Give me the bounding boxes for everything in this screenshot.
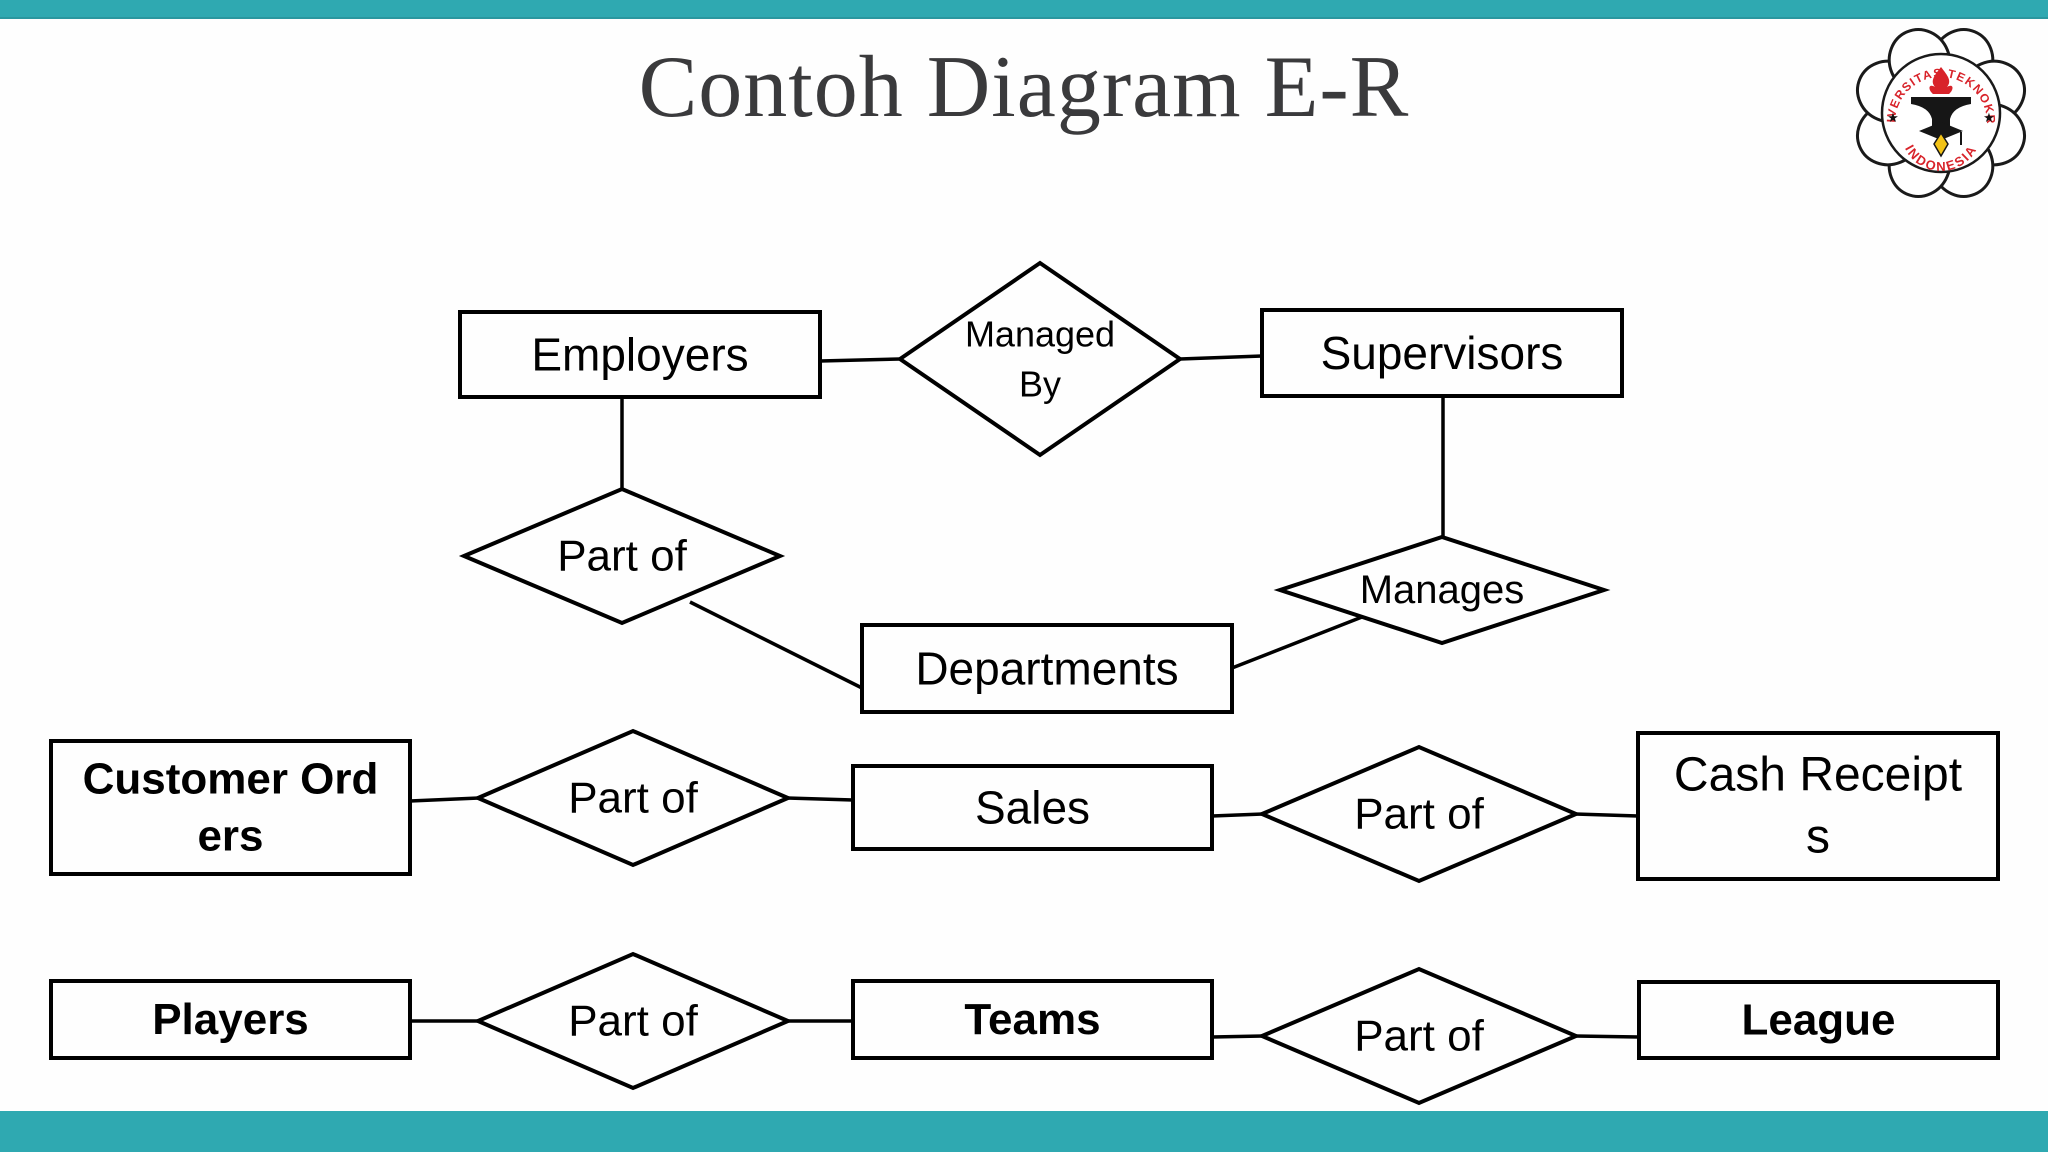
entity-box-departments: [860, 623, 1234, 714]
connector-line-7: [409, 796, 480, 803]
relationship-diamond-manages: [1273, 534, 1611, 646]
bottom-accent-bar: [0, 1111, 2048, 1152]
entity-sales: Sales: [851, 764, 1214, 851]
logo-flame-icon: [1929, 67, 1953, 94]
entity-label-departments: Departments: [915, 643, 1178, 695]
university-logo: UNIVERSITAS TEKNOKRAT INDONESIA ★ ★: [1856, 28, 2026, 198]
relationship-label-part-of-4-line: Part of: [568, 997, 698, 1046]
logo-cap-icon: [1919, 122, 1963, 140]
entity-cash-receipts: Cash Receipt s: [1636, 731, 2000, 881]
relationship-diamond-managed-by: [896, 260, 1184, 458]
entity-box-employers: [458, 310, 822, 399]
relationship-label-managed-by-line: By: [1019, 364, 1061, 405]
relationship-label-part-of-2-line: Part of: [568, 774, 698, 823]
entity-box-customer-orders: [49, 739, 412, 876]
connector-line-9: [1211, 812, 1264, 818]
relationship-label-part-of-5-line: Part of: [1354, 1012, 1484, 1061]
entity-label-employers: Employers: [531, 329, 748, 381]
logo-anvil-icon: [1911, 97, 1971, 126]
entity-label-league-line: League: [1741, 996, 1895, 1045]
connector-layer: [409, 354, 1640, 1039]
relationship-part-of-2: Part of: [472, 728, 794, 868]
relationship-diamond-part-of-5: [1256, 966, 1582, 1106]
entity-label-teams: Teams: [964, 995, 1100, 1044]
relationship-label-part-of-4: Part of: [568, 997, 698, 1046]
connector-line-6: [1231, 615, 1363, 670]
entity-label-customer-orders-line: ers: [197, 812, 263, 861]
page-title: Contoh Diagram E-R: [638, 39, 1410, 136]
entity-box-cash-receipts: [1636, 731, 2000, 881]
connector-line-5: [689, 600, 863, 690]
logo-pen-nib-icon: [1933, 131, 1949, 158]
entity-box-players: [49, 979, 412, 1060]
entity-customer-orders: Customer Ord ers: [49, 739, 412, 876]
relationship-part-of-4: Part of: [472, 951, 794, 1091]
relationship-label-part-of-2: Part of: [568, 774, 698, 823]
relationship-label-managed-by-line: Managed: [965, 313, 1115, 354]
relationship-label-part-of-5: Part of: [1354, 1012, 1484, 1061]
entity-label-customer-orders-line: Customer Ord: [83, 754, 379, 803]
connector-line-8: [786, 796, 854, 802]
entity-label-supervisors: Supervisors: [1321, 327, 1564, 379]
entity-label-players: Players: [152, 995, 309, 1044]
relationship-diamond-part-of-2: [472, 728, 794, 868]
entity-label-cash-receipts-line: Cash Receipt: [1674, 748, 1962, 801]
entity-players: Players: [49, 979, 412, 1060]
logo-emblem: [1911, 67, 1971, 158]
entity-label-departments-line: Departments: [915, 643, 1178, 695]
relationship-label-manages-line: Manages: [1360, 568, 1525, 612]
relationship-label-part-of-3-line: Part of: [1354, 790, 1484, 839]
connector-line-1: [819, 357, 901, 363]
entity-label-teams-line: Teams: [964, 995, 1100, 1044]
entity-label-players-line: Players: [152, 995, 309, 1044]
top-accent-bar: [0, 0, 2048, 19]
entity-label-sales-line: Sales: [975, 782, 1090, 834]
entity-label-league: League: [1741, 996, 1895, 1045]
entity-box-sales: [851, 764, 1214, 851]
entity-label-customer-orders: Customer Ord ers: [83, 754, 379, 860]
entity-departments: Departments: [860, 623, 1234, 714]
logo-star-left: ★: [1887, 110, 1899, 125]
connector-line-10: [1574, 812, 1639, 818]
shape-layer: Employers SupervisorsDepartmentsCustomer …: [49, 260, 2000, 1106]
entity-employers: Employers: [458, 310, 822, 399]
relationship-label-part-of-3: Part of: [1354, 790, 1484, 839]
relationship-diamond-part-of-1: [458, 486, 786, 626]
entity-box-teams: [851, 979, 1214, 1060]
logo-star-right: ★: [1983, 110, 1995, 125]
relationship-label-part-of-1-line: Part of: [557, 532, 687, 581]
entity-label-cash-receipts: Cash Receipt s: [1674, 748, 1962, 863]
relationship-manages: Manages: [1273, 534, 1611, 646]
relationship-diamond-part-of-4: [472, 951, 794, 1091]
connector-line-14: [1574, 1034, 1640, 1039]
entity-label-employers-line: Employers: [531, 329, 748, 381]
relationship-part-of-1: Part of: [458, 486, 786, 626]
relationship-diamond-part-of-3: [1256, 744, 1582, 884]
entity-label-cash-receipts-line: s: [1806, 811, 1830, 864]
relationship-part-of-5: Part of: [1256, 966, 1582, 1106]
entity-league: League: [1637, 980, 2000, 1060]
relationship-label-part-of-1: Part of: [557, 532, 687, 581]
relationship-label-manages: Manages: [1360, 568, 1525, 612]
entity-supervisors: Supervisors: [1260, 308, 1624, 398]
entity-box-league: [1637, 980, 2000, 1060]
entity-label-sales: Sales: [975, 782, 1090, 834]
relationship-part-of-3: Part of: [1256, 744, 1582, 884]
connector-line-2: [1179, 354, 1263, 361]
connector-line-13: [1211, 1034, 1264, 1039]
entity-teams: Teams: [851, 979, 1214, 1060]
entity-box-supervisors: [1260, 308, 1624, 398]
entity-label-supervisors-line: Supervisors: [1321, 327, 1564, 379]
